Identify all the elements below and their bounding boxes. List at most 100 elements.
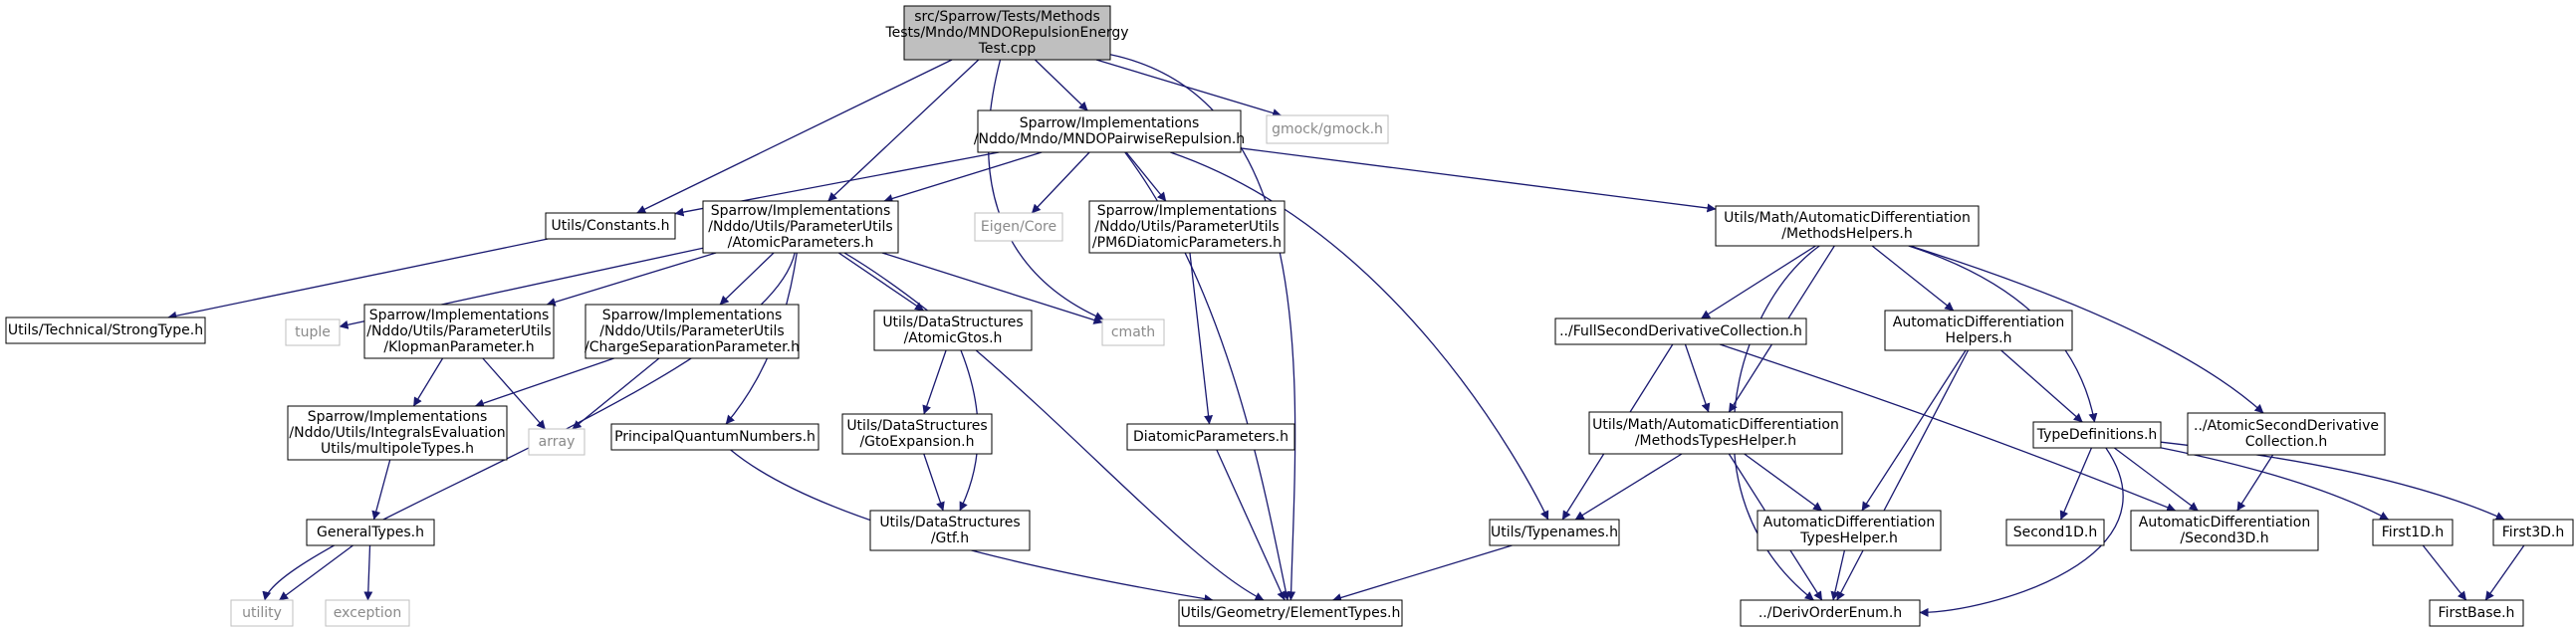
edge-methodshelpers-to-adhelpers — [1871, 245, 1955, 312]
node-fullsecond[interactable]: ../FullSecondDerivativeCollection.h — [1554, 317, 1807, 345]
node-typedefs[interactable]: TypeDefinitions.h — [2032, 421, 2162, 449]
edge-typenames-to-elementtypes — [1332, 544, 1513, 602]
node-box — [869, 510, 1031, 551]
node-gtoexp[interactable]: Utils/DataStructures/GtoExpansion.h — [841, 413, 993, 455]
node-label-line: Tests/Mndo/MNDORepulsionEnergy — [884, 25, 1128, 41]
edge-typedefs-to-second3d — [2113, 447, 2199, 512]
node-label-line: exception — [334, 605, 401, 621]
edge-atomicparams-to-chargesep — [719, 252, 775, 306]
node-methodshelpers[interactable]: Utils/Math/AutomaticDifferentiation/Meth… — [1715, 205, 1980, 247]
node-label-line: Utils/multipoleTypes.h — [321, 441, 474, 457]
node-array[interactable]: array — [528, 428, 585, 456]
edge-root-to-cmath — [988, 59, 1104, 320]
node-label-line: /MethodsTypesHelper.h — [1635, 433, 1796, 449]
node-box — [287, 405, 508, 461]
node-box — [873, 310, 1033, 351]
node-eigen[interactable]: Eigen/Core — [974, 212, 1063, 242]
edge-first3d-to-firstbase — [2484, 544, 2525, 601]
edge-root-to-constants — [636, 59, 953, 214]
node-label-line: Sparrow/Implementations — [711, 203, 891, 219]
edge-methodshelpers-to-derivorder — [1733, 245, 1820, 601]
node-box — [2429, 599, 2524, 627]
node-label-line: ../AtomicSecondDerivative — [2194, 418, 2379, 434]
node-label-line: Utils/DataStructures — [882, 315, 1023, 330]
edge-root-to-gmock — [1095, 59, 1283, 117]
node-label-line: /PM6DiatomicParameters.h — [1092, 235, 1282, 251]
node-box — [1554, 317, 1807, 345]
node-box — [702, 200, 899, 254]
node-exception[interactable]: exception — [325, 599, 410, 627]
node-box — [585, 304, 800, 359]
node-firstbase[interactable]: FirstBase.h — [2429, 599, 2524, 627]
node-label-line: /ChargeSeparationParameter.h — [585, 339, 800, 355]
edge-atomicsecond-to-second3d — [2236, 454, 2274, 512]
node-derivorder[interactable]: ../DerivOrderEnum.h — [1740, 599, 1921, 627]
node-label-line: /Nddo/Mndo/MNDOPairwiseRepulsion.h — [974, 131, 1245, 147]
node-label-line: /AtomicParameters.h — [728, 235, 874, 251]
node-root[interactable]: src/Sparrow/Tests/MethodsTests/Mndo/MNDO… — [884, 5, 1129, 61]
node-first3d[interactable]: First3D.h — [2492, 519, 2574, 546]
node-first1d[interactable]: First1D.h — [2372, 519, 2454, 546]
node-atomicgtos[interactable]: Utils/DataStructures/AtomicGtos.h — [873, 310, 1033, 351]
node-label-line: Utils/Constants.h — [551, 218, 669, 234]
node-pqn[interactable]: PrincipalQuantumNumbers.h — [610, 423, 820, 451]
node-pm6[interactable]: Sparrow/Implementations/Nddo/Utils/Param… — [1088, 200, 1286, 254]
node-constants[interactable]: Utils/Constants.h — [545, 212, 676, 240]
node-box — [1489, 519, 1620, 546]
node-box — [545, 212, 676, 240]
node-label-line: /KlopmanParameter.h — [383, 339, 534, 355]
node-box — [230, 599, 294, 627]
node-mndopair[interactable]: Sparrow/Implementations/Nddo/Mndo/MNDOPa… — [974, 109, 1245, 153]
node-second3d[interactable]: AutomaticDifferentiation/Second3D.h — [2130, 510, 2319, 551]
node-tuple[interactable]: tuple — [285, 318, 341, 346]
node-label-line: GeneralTypes.h — [317, 525, 424, 540]
node-layer: src/Sparrow/Tests/MethodsTests/Mndo/MNDO… — [5, 5, 2574, 627]
node-gmock[interactable]: gmock/gmock.h — [1266, 114, 1389, 144]
node-box — [2492, 519, 2574, 546]
node-label-line: Sparrow/Implementations — [1020, 115, 1200, 131]
edge-first1d-to-firstbase — [2422, 544, 2467, 601]
edge-mndopair-to-eigen — [1031, 151, 1090, 214]
edge-atomicparams-to-klopman — [546, 252, 717, 307]
node-label-line: /AtomicGtos.h — [904, 330, 1003, 346]
node-atomicparams[interactable]: Sparrow/Implementations/Nddo/Utils/Param… — [702, 200, 899, 254]
node-label-line: FirstBase.h — [2439, 605, 2515, 621]
edge-adhelpers-to-adtypes — [1861, 349, 1967, 512]
node-multipole[interactable]: Sparrow/Implementations/Nddo/Utils/Integ… — [287, 405, 508, 461]
node-strongtype[interactable]: Utils/Technical/StrongType.h — [5, 316, 206, 344]
node-utility[interactable]: utility — [230, 599, 294, 627]
node-methodstypes[interactable]: Utils/Math/AutomaticDifferentiation/Meth… — [1588, 411, 1843, 455]
node-label-line: /Nddo/Utils/ParameterUtils — [708, 219, 892, 235]
node-elementtypes[interactable]: Utils/Geometry/ElementTypes.h — [1178, 599, 1403, 627]
node-label-line: Collection.h — [2245, 434, 2328, 450]
node-label-line: First3D.h — [2502, 525, 2564, 540]
node-box — [1101, 318, 1165, 346]
edge-mndopair-to-typenames — [1170, 151, 1549, 521]
edge-chargesep-to-multipole — [474, 357, 614, 408]
node-cmath[interactable]: cmath — [1101, 318, 1165, 346]
edge-chargesep-to-array — [572, 357, 660, 430]
node-diatomic[interactable]: DiatomicParameters.h — [1126, 423, 1295, 451]
node-second1d[interactable]: Second1D.h — [2005, 519, 2105, 546]
node-box — [2372, 519, 2454, 546]
node-label-line: Helpers.h — [1946, 330, 2012, 346]
node-chargesep[interactable]: Sparrow/Implementations/Nddo/Utils/Param… — [585, 304, 800, 359]
node-box — [363, 304, 555, 359]
node-label-line: AutomaticDifferentiation — [1893, 315, 2064, 330]
edge-root-to-elementtypes — [1109, 54, 1296, 601]
node-typenames[interactable]: Utils/Typenames.h — [1489, 519, 1620, 546]
edge-mndopair-to-atomicparams — [883, 151, 1043, 203]
edge-klopman-to-multipole — [412, 357, 444, 407]
node-label-line: Utils/DataStructures — [879, 515, 1020, 530]
node-generaltypes[interactable]: GeneralTypes.h — [306, 519, 435, 546]
node-label-line: Sparrow/Implementations — [308, 409, 488, 425]
node-box — [1715, 205, 1980, 247]
edge-atomicparams-to-elementtypes — [843, 252, 1265, 601]
node-klopman[interactable]: Sparrow/Implementations/Nddo/Utils/Param… — [363, 304, 555, 359]
edge-fullsecond-to-second3d — [1719, 343, 2177, 512]
node-gtf[interactable]: Utils/DataStructures/Gtf.h — [869, 510, 1031, 551]
node-label-line: Sparrow/Implementations — [1097, 203, 1278, 219]
